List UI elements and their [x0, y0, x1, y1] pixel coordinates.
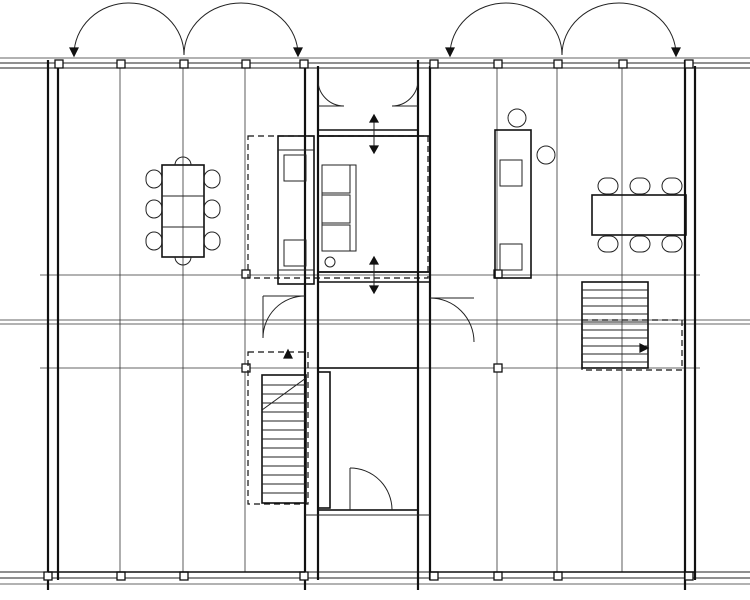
reference-lines [0, 57, 750, 585]
lower-core [317, 367, 419, 511]
dining-table-right [591, 177, 687, 253]
stair-right [581, 281, 683, 371]
column-grid [119, 68, 623, 572]
right-unit-door [429, 297, 475, 343]
arched-openings [69, 2, 681, 58]
left-unit-door [262, 295, 306, 339]
dining-table-left [145, 156, 221, 266]
lower-wall-lines [48, 514, 695, 573]
sofa-left [277, 135, 315, 285]
central-core [247, 79, 431, 295]
sofa-right [494, 108, 556, 279]
stair-left [247, 348, 309, 505]
